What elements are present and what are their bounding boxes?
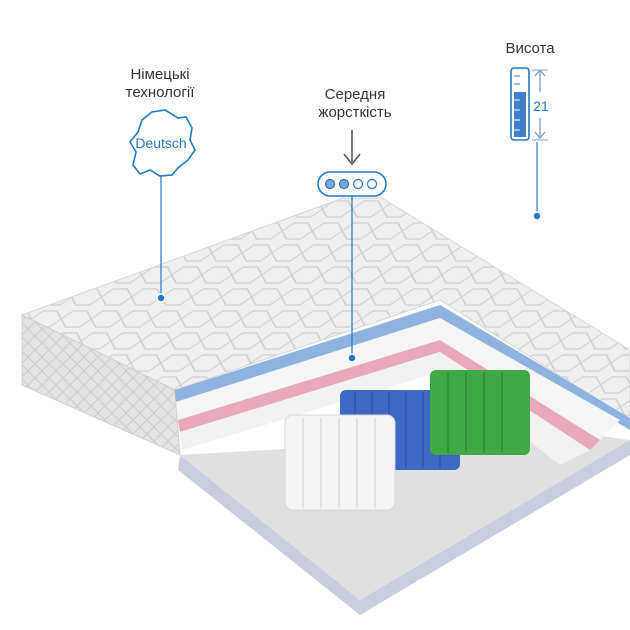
german-technology-callout: Deutsch [129,109,196,303]
firmness-label: Середня жорсткість [290,86,420,122]
firmness-dot-3 [352,178,364,190]
callout-dot-height [532,211,542,221]
height-title: Висота [505,40,555,57]
firmness-callout [317,130,387,363]
firmness-line1: Середня [324,86,386,103]
callout-dot-firmness [347,353,357,363]
height-label: Висота [490,40,570,58]
callout-dot-german [156,293,166,303]
german-technology-line2: технології [125,84,195,101]
down-arrow-icon [343,130,361,166]
germany-map-icon [129,109,196,177]
german-technology-line1: Німецькі [130,66,190,83]
foam-layer-white [176,318,620,440]
foam-layer-blue [175,305,630,430]
firmness-dots [324,178,378,190]
pocket-springs-white [284,414,396,511]
firmness-dot-1 [324,178,336,190]
firmness-dot-4 [366,178,378,190]
german-technology-label: Німецькі технології [105,66,215,102]
mattress-base [178,440,630,615]
firmness-dot-2 [338,178,350,190]
deutsch-badge: Deutsch [135,135,186,151]
height-callout: 21 [510,67,549,221]
mattress-top [20,197,630,421]
height-value: 21 [533,98,549,114]
pocket-springs-green [430,370,530,455]
firmness-line2: жорсткість [318,104,392,121]
